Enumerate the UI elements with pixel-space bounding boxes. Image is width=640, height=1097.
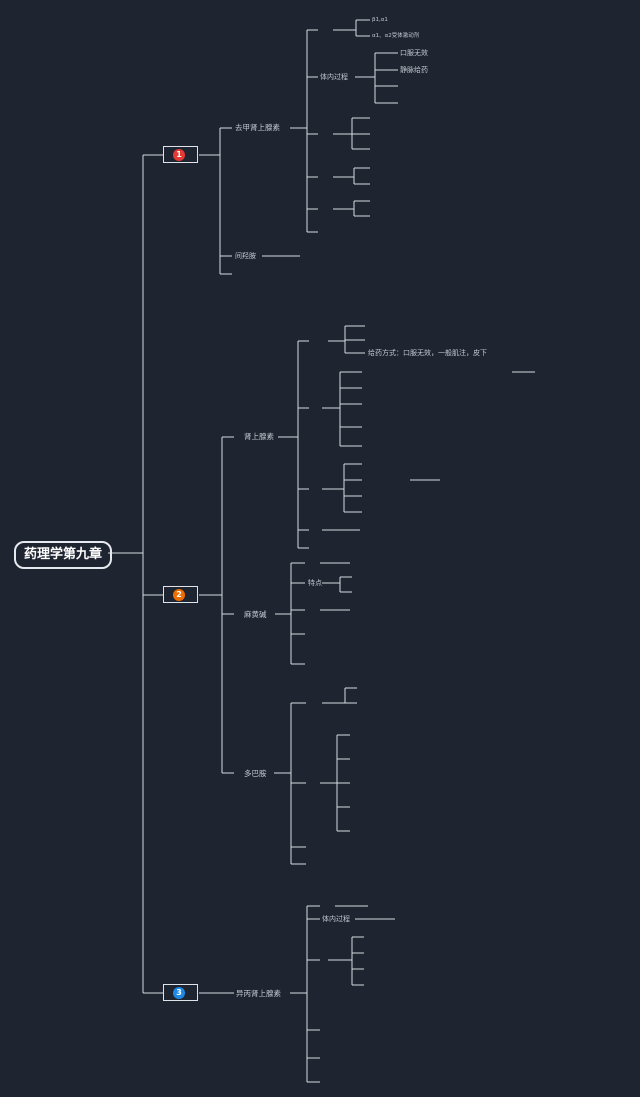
b2-s1-title[interactable]: 肾上腺素	[244, 432, 274, 441]
root-node[interactable]: 药理学第九章	[14, 541, 112, 569]
b2-s1-a-item[interactable]: 给药方式：口服无效，一般肌注，皮下	[368, 349, 487, 357]
b1-s1-item[interactable]: α1、α2受体激动剂	[372, 33, 420, 39]
b1-s2-label[interactable]: 体内过程	[320, 73, 348, 81]
hub-node-3[interactable]: 3	[163, 984, 198, 1001]
b1-title[interactable]: 去甲肾上腺素	[235, 123, 280, 132]
b3-title[interactable]: 异丙肾上腺素	[236, 989, 281, 998]
b2-s2-title[interactable]: 麻黄碱	[244, 610, 267, 619]
b2-s3-title[interactable]: 多巴胺	[244, 769, 267, 778]
hub-node-2[interactable]: 2	[163, 586, 198, 603]
hub-node-1[interactable]: 1	[163, 146, 198, 163]
b2-s2-b-label[interactable]: 特点	[308, 579, 322, 587]
number-badge-1: 1	[173, 149, 185, 161]
b1-s1-item[interactable]: β1,α1	[372, 17, 388, 23]
b3-b-label[interactable]: 体内过程	[322, 915, 350, 923]
number-badge-3: 3	[173, 987, 185, 999]
b1-s2-item[interactable]: 静脉给药	[400, 66, 428, 74]
number-badge-2: 2	[173, 589, 185, 601]
b1-s6-label[interactable]: 间羟胺	[235, 252, 256, 260]
b1-s2-item[interactable]: 口服无效	[400, 49, 428, 57]
